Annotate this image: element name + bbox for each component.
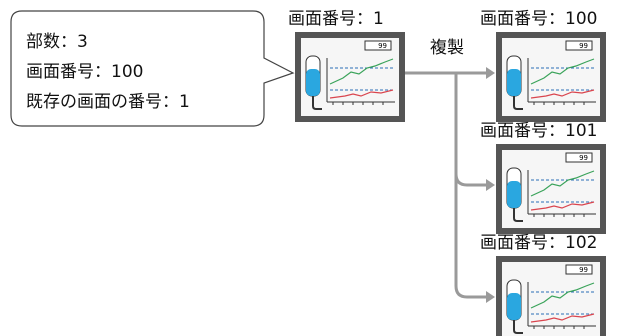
callout-line-copies: 部数：3 (26, 32, 88, 52)
source-screen-label: 画面番号：1 (288, 9, 384, 29)
copied-screen-value-1: 99 (579, 154, 588, 162)
copied-screen-value-2: 99 (579, 266, 588, 274)
copy-action-label: 複製 (430, 38, 464, 58)
copied-screen-thumbnail-0: 99 (496, 32, 606, 122)
copied-screen-label-0: 画面番号：100 (480, 9, 598, 29)
copied-screen-label-1: 画面番号：101 (480, 121, 598, 141)
copied-screen-value-0: 99 (579, 42, 588, 50)
source-screen-value: 99 (378, 42, 387, 50)
copied-screen-label-2: 画面番号：102 (480, 233, 598, 253)
copied-screen-thumbnail-2: 99 (496, 256, 606, 336)
callout-line-existing-screen: 既存の画面の番号：1 (26, 92, 190, 112)
source-screen-thumbnail: 99 (295, 32, 405, 122)
copied-screen-thumbnail-1: 99 (496, 144, 606, 234)
callout-bubble (10, 10, 295, 127)
callout-line-screen-number: 画面番号：100 (26, 62, 144, 82)
